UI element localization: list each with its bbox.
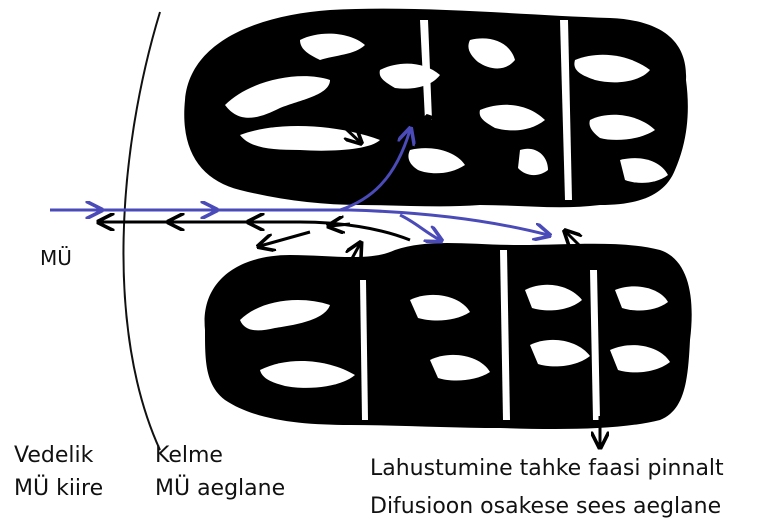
flow-branch-down: [400, 215, 440, 240]
upper-particle: [184, 9, 688, 208]
diff-arrow-d: [566, 232, 580, 246]
mu-main-line: [100, 222, 410, 240]
mass-transfer-arrows: [100, 222, 410, 240]
diff-arrow-f: [260, 232, 310, 246]
left-column-line2: MÜ kiire: [14, 478, 103, 500]
left-column-line1: Vedelik: [14, 445, 93, 467]
mid-column-line2: MÜ aeglane: [155, 478, 285, 500]
mu-arrow-4: [330, 224, 350, 226]
right-text-line2: Difusioon osakese sees aeglane: [370, 496, 721, 518]
lower-particle: [205, 243, 692, 429]
film-boundary-line: [123, 12, 160, 450]
mu-label: MÜ: [40, 248, 72, 268]
right-text-line1: Lahustumine tahke faasi pinnalt: [370, 458, 724, 480]
mid-column-line1: Kelme: [155, 445, 223, 467]
